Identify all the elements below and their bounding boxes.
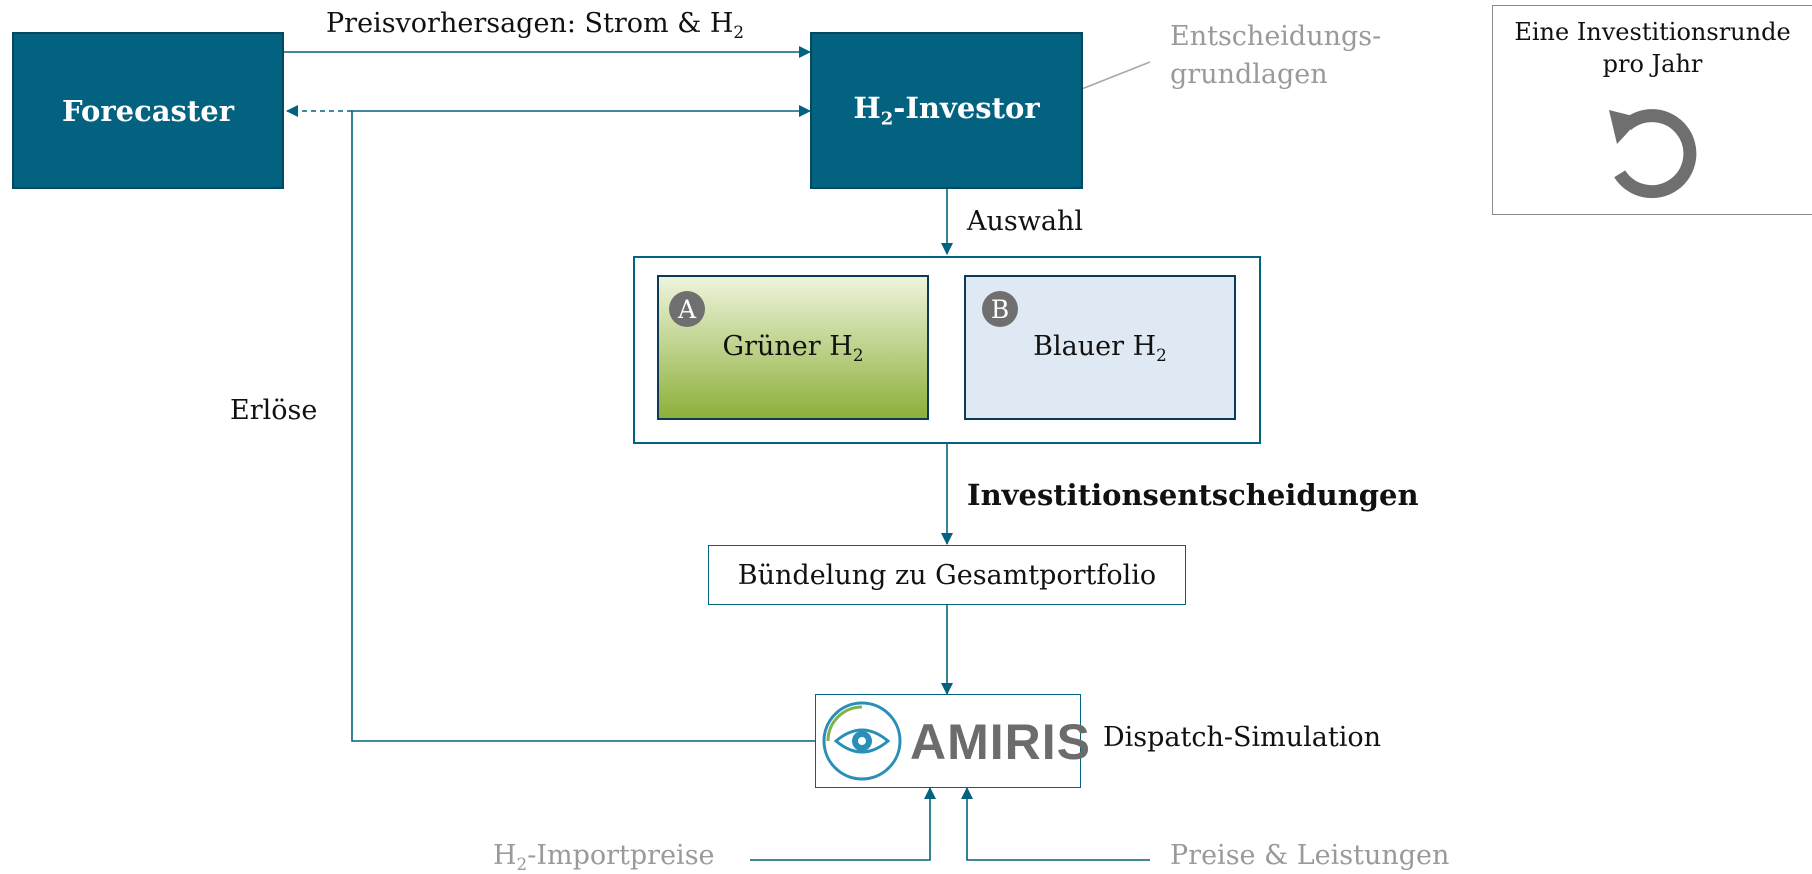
cycle-arrow-icon bbox=[1609, 109, 1697, 199]
bundling-label: Bündelung zu Gesamtportfolio bbox=[737, 559, 1157, 591]
investor-box: H2-Investor bbox=[810, 32, 1083, 189]
forecast-label: Preisvorhersagen: Strom & H2 bbox=[326, 8, 745, 42]
option-b-label: Blauer H2 bbox=[1033, 330, 1167, 365]
eye-icon bbox=[822, 701, 902, 781]
forecaster-label: Forecaster bbox=[62, 93, 234, 128]
option-a-badge: A bbox=[669, 291, 705, 327]
import-prices-arrow bbox=[750, 787, 936, 861]
import-prices-label: H2-Importpreise bbox=[493, 840, 715, 874]
decision-basis-note: Entscheidungs- grundlagen bbox=[1170, 21, 1382, 90]
prices-arrow bbox=[961, 787, 1150, 861]
selection-label: Auswahl bbox=[967, 206, 1083, 237]
option-b-badge: B bbox=[982, 291, 1018, 327]
decisions-label: Investitionsentscheidungen bbox=[967, 478, 1419, 512]
forecaster-box: Forecaster bbox=[12, 32, 284, 189]
bundling-box: Bündelung zu Gesamtportfolio bbox=[708, 545, 1186, 605]
amiris-box: AMIRIS bbox=[815, 694, 1090, 788]
revenue-label: Erlöse bbox=[230, 395, 318, 426]
revenue-loop-arrow bbox=[351, 105, 820, 742]
dispatch-label: Dispatch-Simulation bbox=[1103, 722, 1381, 753]
cycle-note-text: Eine Investitionsrunde pro Jahr bbox=[1514, 18, 1791, 78]
amiris-logo-text: AMIRIS bbox=[910, 714, 1091, 770]
investor-label: H2-Investor bbox=[853, 91, 1040, 130]
cycle-note-box: Eine Investitionsrunde pro Jahr bbox=[1492, 5, 1812, 215]
prices-label: Preise & Leistungen bbox=[1170, 840, 1450, 871]
option-a-label: Grüner H2 bbox=[722, 330, 864, 365]
